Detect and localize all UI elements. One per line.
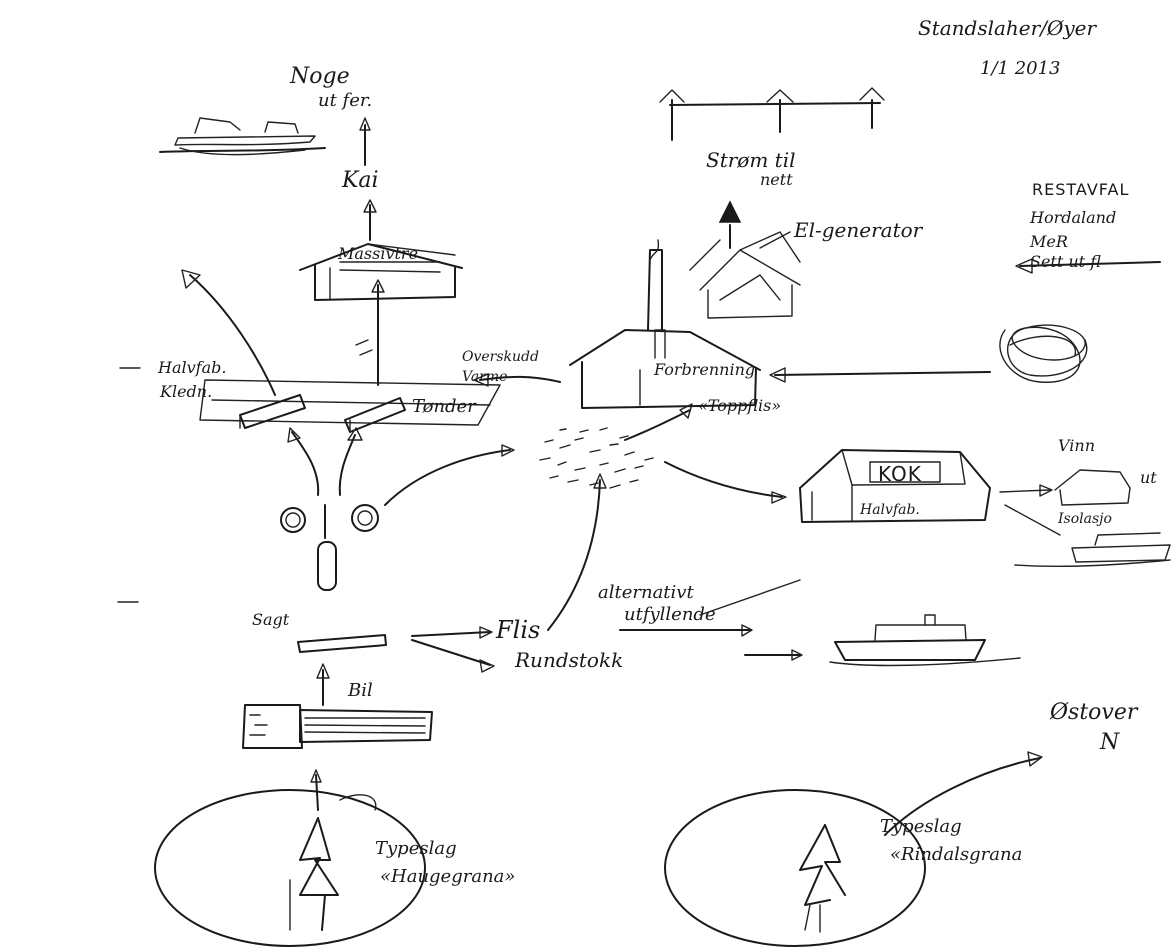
- arrow-kok-vinn: [999, 484, 1053, 497]
- arrow-from-hordaland: [1015, 258, 1161, 274]
- header-date: 1/1 2013: [980, 58, 1061, 79]
- saw-platform-icon: [199, 379, 501, 433]
- arrows-from-logs: [287, 427, 363, 496]
- label-utfyllende: utfyllende: [624, 604, 716, 625]
- arrow-up-massivtre: [355, 279, 385, 386]
- chip-pile-icon: [539, 427, 654, 489]
- label-strom-til: Strøm til: [706, 148, 796, 172]
- label-tonder: Tønder: [412, 396, 476, 417]
- label-kok: KOK: [878, 462, 922, 486]
- tree-icon-left: [289, 817, 339, 931]
- chimney-icon: [647, 239, 663, 331]
- sagt-log-icon: [297, 634, 387, 653]
- label-kledn: Kledn.: [160, 382, 213, 401]
- boat-icon-top: [159, 117, 326, 156]
- label-flis: Flis: [496, 616, 541, 644]
- arrow-up-noge: [359, 117, 371, 166]
- label-massivtre: Massivtre: [338, 244, 419, 263]
- tree-icon-right: [799, 824, 846, 933]
- restavfall-pile-icon: [999, 324, 1088, 383]
- house-icon-el-generator: [689, 231, 801, 319]
- label-toppflis: «Toppflis»: [698, 396, 782, 415]
- label-rindalsgrana: «Rindalsgrana: [890, 844, 1023, 865]
- truck-icon: [242, 704, 433, 749]
- label-sagt: Sagt: [252, 610, 290, 629]
- label-typeslag-left: Typeslag: [375, 838, 457, 859]
- label-halvfab: Halvfab.: [158, 358, 227, 377]
- label-n: N: [1100, 730, 1120, 755]
- label-nett: nett: [760, 170, 793, 189]
- label-mer: MeR: [1030, 232, 1068, 251]
- arrow-halvfab: [181, 269, 276, 396]
- power-line-icon: [659, 87, 885, 141]
- label-haugegrana: «Haugegrana»: [380, 866, 516, 887]
- arrow-logs-to-chips: [384, 444, 515, 506]
- arrow-alternativ: [619, 579, 801, 637]
- label-ostover: Østover: [1050, 700, 1138, 725]
- label-forbrenning: Forbrenning: [654, 360, 756, 379]
- label-vinn: Vinn: [1058, 436, 1095, 455]
- arrow-chips-kok: [664, 461, 787, 504]
- house-icon-forbrenning: [569, 329, 761, 409]
- house-icon-massivtre: [299, 243, 463, 301]
- label-noge-ut: ut fer.: [318, 90, 373, 111]
- forest-circle-left: [154, 789, 426, 947]
- arrow-up-strom: [718, 200, 742, 249]
- arrow-restavfall-to-forbrenning: [769, 367, 991, 383]
- house-icon-vinn: [1054, 469, 1131, 506]
- label-isolasjon: Isolasjo: [1058, 511, 1112, 527]
- label-noge: Noge: [290, 64, 350, 89]
- arrow-flis-up: [547, 473, 607, 631]
- arrow-rundstokk-boat: [744, 649, 803, 661]
- label-ut: ut: [1140, 468, 1157, 487]
- label-typeslag-right: Typeslag: [880, 816, 962, 837]
- arrow-to-flis: [411, 626, 493, 639]
- arrow-up-bil: [316, 663, 330, 706]
- boat-icon-bottom: [829, 614, 1021, 667]
- label-alternativ: alternativt: [598, 582, 694, 603]
- label-sett-ut: Sett ut fl: [1030, 252, 1101, 271]
- header-title: Standslaher/Øyer: [918, 16, 1097, 40]
- arrow-kok-ut: [1004, 504, 1061, 536]
- label-rundstokk: Rundstokk: [515, 648, 624, 672]
- arrow-to-rundstokk: [411, 639, 495, 673]
- label-kai: Kai: [342, 168, 379, 193]
- arrow-ostover: [884, 751, 1043, 836]
- label-hordaland: Hordaland: [1030, 208, 1117, 227]
- label-el-generator: El-generator: [794, 218, 923, 242]
- label-overskudd: Overskudd: [462, 349, 539, 365]
- log-icon: [317, 541, 337, 591]
- log-ends-icon: [280, 504, 379, 539]
- arrow-up-kai: [363, 199, 377, 241]
- label-varme: Varme: [462, 369, 508, 385]
- house-icon-kok: [799, 449, 991, 523]
- arrow-to-overskudd: [473, 373, 561, 387]
- boat-icon-right: [1014, 532, 1171, 568]
- arrow-chips-toppflis: [624, 403, 693, 441]
- label-kok-halvfab: Halvfab.: [860, 502, 920, 518]
- forest-circle-right: [664, 789, 926, 947]
- label-restavfall: RESTAVFAL: [1032, 180, 1130, 199]
- label-bil: Bil: [348, 680, 373, 701]
